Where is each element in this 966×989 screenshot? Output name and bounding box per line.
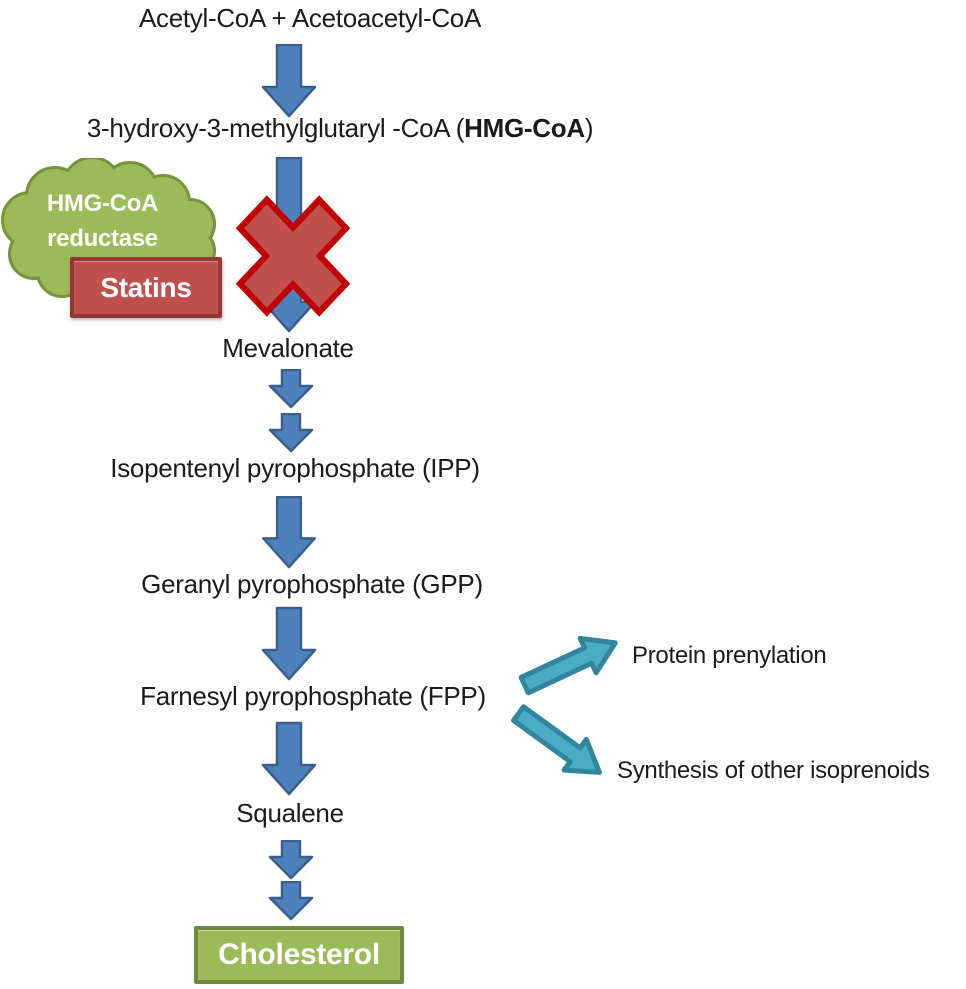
- down-arrow-icon: [261, 721, 317, 796]
- hmg-coa-abbrev: HMG-CoA: [464, 113, 585, 143]
- arrow-glyph: [262, 496, 316, 569]
- down-arrow-short-icon: [268, 840, 314, 880]
- node-acetyl-coa: Acetyl-CoA + Acetoacetyl-CoA: [138, 3, 482, 33]
- arrow-glyph: [268, 369, 314, 409]
- arrow-glyph: [268, 840, 314, 880]
- enzyme-name-line1: HMG-CoA: [46, 190, 159, 217]
- arrow-glyph: [261, 721, 317, 796]
- down-arrow-short-icon: [268, 369, 314, 409]
- down-arrow-short-icon: [268, 881, 314, 921]
- branch-protein-prenylation: Protein prenylation: [632, 642, 827, 669]
- branch-arrow-down-icon: [506, 700, 616, 786]
- hmg-coa-suffix: ): [584, 113, 594, 143]
- hmg-coa-prefix: 3-hydroxy-3-methylglutaryl -CoA (: [86, 113, 465, 143]
- arrow-glyph: [268, 881, 314, 921]
- enzyme-name-line2: reductase: [47, 225, 158, 252]
- down-arrow-icon: [261, 44, 317, 118]
- arrow-glyph: [261, 606, 317, 681]
- node-squalene: Squalene: [236, 798, 344, 828]
- statins-inhibitor-box: Statins: [70, 257, 222, 318]
- arrow-glyph: [517, 626, 624, 703]
- cross-glyph: [235, 195, 351, 317]
- node-ipp: Isopentenyl pyrophosphate (IPP): [110, 453, 480, 483]
- branch-other-isoprenoids: Synthesis of other isoprenoids: [617, 757, 930, 784]
- down-arrow-icon: [261, 606, 317, 681]
- node-hmg-coa: 3-hydroxy-3-methylglutaryl -CoA (HMG-CoA…: [0, 112, 680, 144]
- statins-label: Statins: [100, 271, 192, 303]
- branch-arrow-up-icon: [518, 632, 628, 696]
- arrow-glyph: [268, 413, 314, 453]
- arrow-glyph: [261, 44, 317, 118]
- node-gpp: Geranyl pyrophosphate (GPP): [141, 569, 483, 599]
- enzyme-cloud-label: HMG-CoA reductase: [15, 186, 190, 256]
- cholesterol-label: Cholesterol: [218, 938, 380, 971]
- down-arrow-short-icon: [268, 413, 314, 453]
- cholesterol-product-box: Cholesterol: [194, 926, 404, 984]
- node-mevalonate: Mevalonate: [222, 333, 354, 363]
- arrow-glyph: [507, 698, 610, 788]
- node-fpp: Farnesyl pyrophosphate (FPP): [140, 681, 486, 711]
- down-arrow-icon: [262, 496, 316, 569]
- blocked-cross-icon: [235, 195, 351, 317]
